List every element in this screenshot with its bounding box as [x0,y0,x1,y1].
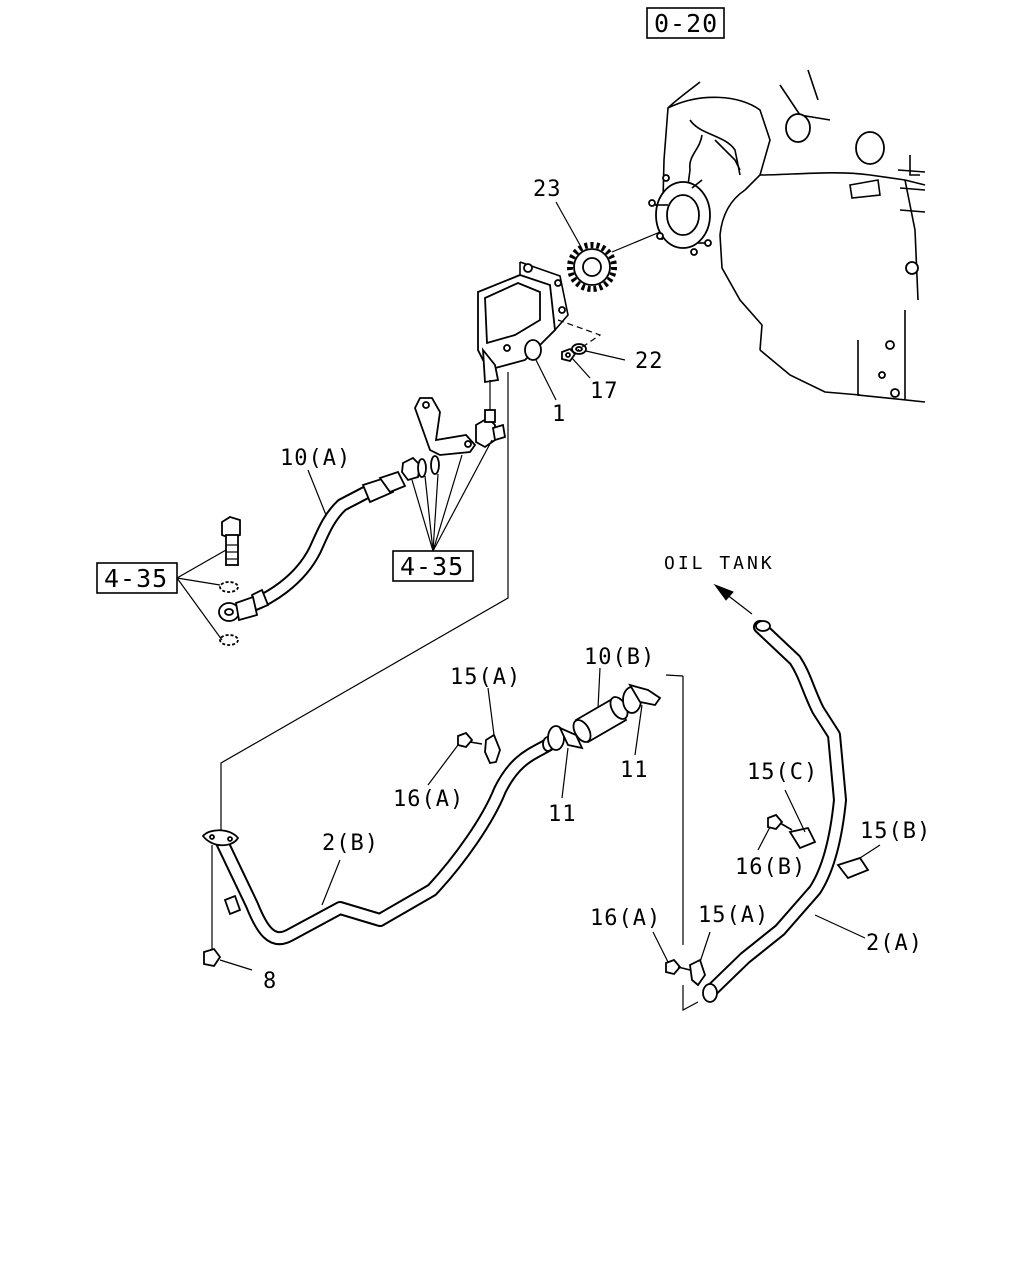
pipe-2a-end-connection [665,674,684,677]
reference-label: 0-20 [654,9,718,38]
callout-2b[interactable]: 2(B) [322,831,379,856]
clamp-15c [784,789,817,850]
banjo-bolt [221,516,241,566]
reference-label: 4-35 [400,552,464,581]
callout-15b[interactable]: 15(B) [860,819,931,844]
reference-box-engine[interactable]: 0-20 [646,7,725,39]
callout-2a[interactable]: 2(A) [866,931,923,956]
elbow-fitting [475,409,507,449]
reference-box-center[interactable]: 4-35 [392,550,474,582]
pump-mount-dash [557,319,602,351]
clamp-15a-top [484,687,501,765]
bolt-16a-top [427,731,483,786]
callout-1[interactable]: 1 [552,402,566,427]
bracket [414,397,477,456]
banjo-fitting [218,595,259,622]
nut-part-17 [561,347,577,363]
callout-15a-bottom[interactable]: 15(A) [698,903,769,928]
pipe-2a-lower-line [682,985,699,1011]
bolt-16b [757,813,793,851]
callout-17[interactable]: 17 [590,379,619,404]
callout-10b[interactable]: 10(B) [584,645,655,670]
drive-gear [567,231,661,292]
callout-11-left[interactable]: 11 [548,802,577,827]
callout-16a-top[interactable]: 16(A) [393,787,464,812]
callout-15a-top[interactable]: 15(A) [450,665,521,690]
reference-box-left[interactable]: 4-35 [96,562,178,594]
callout-8[interactable]: 8 [263,969,277,994]
hose-clamp-11-right [622,683,662,756]
oil-tank-direction-arrow [713,583,753,615]
bolt-part-8 [203,947,253,971]
hose-10b [572,667,629,744]
oil-pump [477,261,569,420]
hose-clamp-11-left [547,725,584,799]
callout-23[interactable]: 23 [533,177,562,202]
pipe-2a [702,620,847,1003]
callout-16b[interactable]: 16(B) [735,855,806,880]
callout-leaders [307,201,866,939]
callout-16a-bottom[interactable]: 16(A) [590,906,661,931]
callout-22[interactable]: 22 [635,349,664,374]
callout-10a[interactable]: 10(A) [280,446,351,471]
callout-11-right[interactable]: 11 [620,758,649,783]
clamp-15a-bottom [689,931,711,987]
sealing-washer-upper [219,581,239,593]
hose-10a [233,470,407,617]
nut-washers [401,455,440,482]
engine-housing [648,69,926,403]
clamp-15b [836,844,881,880]
reference-label: 4-35 [104,564,168,593]
oil-tank-label: OIL TANK [664,553,775,574]
bolt-16a-bottom [652,931,691,976]
leader-lines-refs [176,439,493,641]
sealing-washer-lower [219,634,239,646]
callout-15c[interactable]: 15(C) [747,760,818,785]
connection-line [220,372,509,836]
